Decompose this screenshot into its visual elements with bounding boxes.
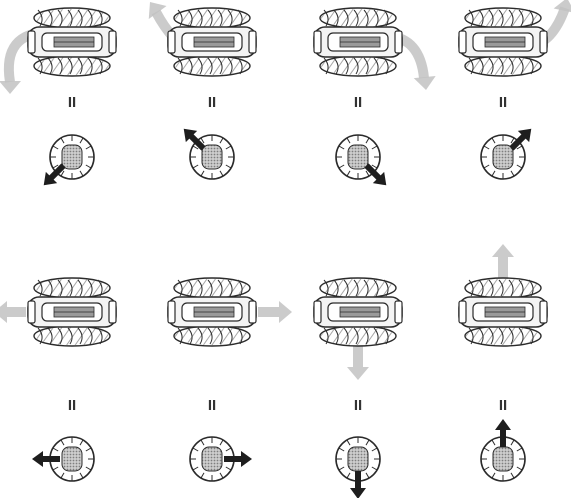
bottom-wheel <box>174 326 250 346</box>
straight-arrow-icon <box>258 301 292 323</box>
top-wheel <box>465 278 541 298</box>
top-wheel <box>174 8 250 28</box>
robot-icon <box>459 278 547 346</box>
panel-rotate-right: II <box>314 8 436 185</box>
dial-center <box>493 145 513 169</box>
left-side-wheel <box>314 301 321 323</box>
robot-icon <box>168 8 256 76</box>
left-side-wheel <box>459 31 466 53</box>
equals-mark: II <box>208 94 216 111</box>
right-side-wheel <box>109 31 116 53</box>
top-wheel <box>320 278 396 298</box>
equals-mark: II <box>499 397 507 414</box>
panel-diagonal-up-left: II <box>149 2 256 179</box>
right-side-wheel <box>395 31 402 53</box>
panel-down: II <box>314 278 402 498</box>
joystick-dial-icon <box>481 419 525 481</box>
joystick-dial-icon <box>336 135 386 185</box>
robot-icon <box>28 8 116 76</box>
dial-center <box>348 447 368 471</box>
bottom-wheel <box>320 326 396 346</box>
straight-arrow-icon <box>0 301 26 323</box>
dial-center <box>62 447 82 471</box>
panel-left: II <box>0 278 116 481</box>
top-wheel <box>34 278 110 298</box>
joystick-dial-icon <box>184 129 234 179</box>
bottom-wheel <box>34 326 110 346</box>
left-side-wheel <box>28 301 35 323</box>
top-wheel <box>34 8 110 28</box>
robot-icon <box>314 8 402 76</box>
bottom-wheel <box>174 56 250 76</box>
bottom-wheel <box>465 56 541 76</box>
joystick-dial-icon <box>481 129 531 179</box>
right-side-wheel <box>249 301 256 323</box>
left-side-wheel <box>459 301 466 323</box>
right-side-wheel <box>540 301 547 323</box>
right-side-wheel <box>109 301 116 323</box>
dial-center <box>202 447 222 471</box>
joystick-dial-icon <box>32 437 94 481</box>
robot-icon <box>459 8 547 76</box>
top-wheel <box>320 8 396 28</box>
left-side-wheel <box>168 301 175 323</box>
top-wheel <box>465 8 541 28</box>
equals-mark: II <box>354 397 362 414</box>
joystick-dial-icon <box>336 437 380 498</box>
dial-center <box>202 145 222 169</box>
dial-center <box>62 145 82 169</box>
joystick-dial-icon <box>190 437 252 481</box>
left-side-wheel <box>28 31 35 53</box>
robot-icon <box>314 278 402 346</box>
top-wheel <box>174 278 250 298</box>
equals-mark: II <box>68 94 76 111</box>
joystick-dial-icon <box>44 135 94 185</box>
equals-mark: II <box>354 94 362 111</box>
dial-center <box>493 447 513 471</box>
equals-mark: II <box>499 94 507 111</box>
left-side-wheel <box>168 31 175 53</box>
right-side-wheel <box>249 31 256 53</box>
right-side-wheel <box>395 301 402 323</box>
left-side-wheel <box>314 31 321 53</box>
robot-icon <box>168 278 256 346</box>
right-side-wheel <box>540 31 547 53</box>
panel-up: II <box>459 244 547 481</box>
dial-center <box>348 145 368 169</box>
equals-mark: II <box>208 397 216 414</box>
panel-diagonal-up-right: II <box>459 0 571 179</box>
bottom-wheel <box>34 56 110 76</box>
bottom-wheel <box>465 326 541 346</box>
bottom-wheel <box>320 56 396 76</box>
equals-mark: II <box>68 397 76 414</box>
panel-rotate-left: II <box>0 8 116 185</box>
robot-icon <box>28 278 116 346</box>
panel-right: II <box>168 278 292 481</box>
